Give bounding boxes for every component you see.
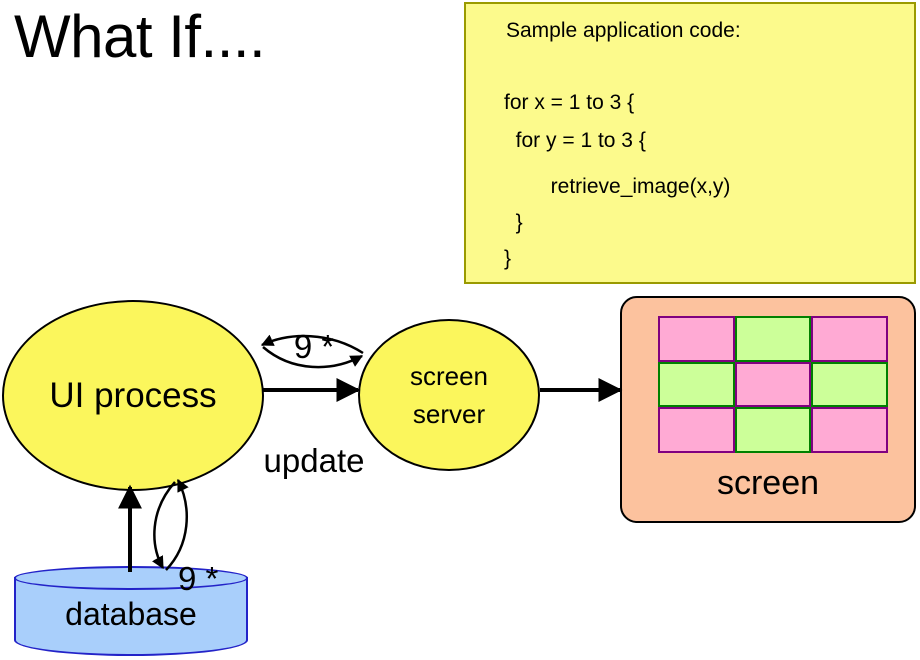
screen-grid-cell-2-1 <box>658 361 735 408</box>
screen-grid-cell-2-3 <box>811 361 888 408</box>
node-screen-server-label-line1: screen <box>409 361 489 391</box>
edge-label-update-line1: 9 * <box>293 328 335 365</box>
node-database-label: database <box>65 596 197 632</box>
sample-code-box: Sample application code: for x = 1 to 3 … <box>464 2 916 284</box>
screen-grid-cell-3-2 <box>734 407 812 453</box>
screen-panel-label: screen <box>716 464 820 502</box>
screen-grid-cell-2-2 <box>734 361 812 408</box>
screen-grid-cell-1-2 <box>734 316 812 362</box>
screen-panel: screen <box>620 296 916 523</box>
edge-label-retrieve-line1: 9 * <box>178 560 219 597</box>
code-line-5: } <box>504 247 512 270</box>
arrow-retrieve-down <box>152 481 176 570</box>
code-line-1: for x = 1 to 3 { <box>504 91 635 114</box>
node-ui-process: UI process <box>2 300 264 491</box>
node-screen-server-label-line2: server <box>412 399 486 429</box>
screen-grid-cell-3-3 <box>811 407 888 453</box>
screen-grid-cell-3-1 <box>658 407 735 453</box>
code-line-4: } <box>504 211 523 234</box>
database-cylinder-body <box>14 577 248 656</box>
screen-grid-cell-1-1 <box>658 316 735 362</box>
edge-label-update-line2: update <box>263 442 365 479</box>
code-line-3: retrieve_image(x,y) <box>504 175 731 198</box>
code-line-2: for y = 1 to 3 { <box>504 129 646 152</box>
node-ui-process-label: UI process <box>49 375 217 415</box>
screen-image-grid <box>658 316 888 453</box>
edge-label-retrieve: 9 * retrieve <box>178 474 338 660</box>
screen-grid-cell-1-3 <box>811 316 888 362</box>
node-screen-server: screen server <box>358 319 540 471</box>
code-heading: Sample application code: <box>506 19 741 42</box>
page-title: What If.... <box>14 3 266 70</box>
